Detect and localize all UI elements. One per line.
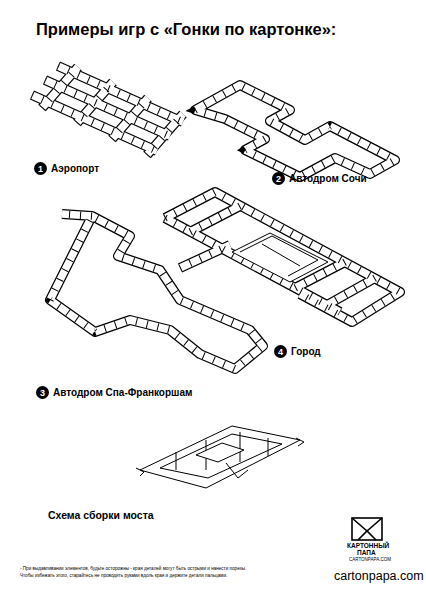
track-name: Автодром Сочи: [289, 173, 367, 184]
bridge-assembly: [136, 426, 304, 488]
track-name: Город: [291, 346, 321, 357]
track-city: [165, 192, 400, 322]
bridge-deck: [232, 233, 328, 282]
track-airport: [32, 66, 183, 155]
track-caption: 4 Город: [274, 345, 321, 358]
track-city: [165, 192, 400, 322]
track-spa: [50, 214, 263, 369]
track-spa: [50, 214, 263, 369]
track-city: [165, 192, 400, 322]
logo-url: CARTONPAPA.COM: [349, 557, 391, 562]
track-caption: 1 Аэропорт: [34, 162, 99, 175]
track-sochi: [195, 85, 395, 177]
website: cartonpapa.com: [334, 569, 424, 583]
logo-box: [352, 518, 382, 540]
track-spa: [50, 214, 263, 369]
track-airport: [32, 66, 183, 155]
bridge-edge: [262, 244, 300, 266]
bridge-tab: [136, 438, 304, 478]
track-name: Автодром Спа-Франкоршам: [53, 387, 192, 398]
city-bridge: [232, 233, 328, 282]
callout-number: 3: [36, 386, 49, 399]
callout-number: 2: [272, 172, 285, 185]
logo-text: КАРТОННЫЙ: [347, 542, 389, 549]
track-caption: 3 Автодром Спа-Франкоршам: [36, 386, 192, 399]
bridge-support: [176, 432, 268, 470]
bridge-edge: [240, 236, 318, 276]
page-title: Примеры игр с «Гонки по картонке»:: [36, 20, 336, 39]
track-fill: [32, 66, 400, 369]
callout-number: 1: [34, 162, 47, 175]
track-ticks: [32, 66, 400, 369]
logo-text: ПАПА: [357, 549, 376, 556]
bridge-plate: [140, 426, 300, 488]
track-outline: [32, 66, 400, 369]
section-label: Схема сборки моста: [48, 509, 154, 521]
logo-lines: [352, 518, 382, 540]
track-sochi: [195, 85, 395, 177]
logo-mark: [352, 518, 382, 540]
safety-note: Чтобы избежать этого, старайтесь не пров…: [20, 573, 227, 578]
callout-number: 4: [274, 345, 287, 358]
safety-note: - При выдавливании элементов, будьте ост…: [20, 566, 246, 571]
track-airport: [32, 66, 183, 155]
track-name: Аэропорт: [51, 163, 99, 174]
track-sochi: [195, 85, 395, 177]
bridge-ramp: [196, 443, 244, 462]
track-caption: 2 Автодром Сочи: [272, 172, 367, 185]
bridge-plate: [160, 434, 282, 478]
